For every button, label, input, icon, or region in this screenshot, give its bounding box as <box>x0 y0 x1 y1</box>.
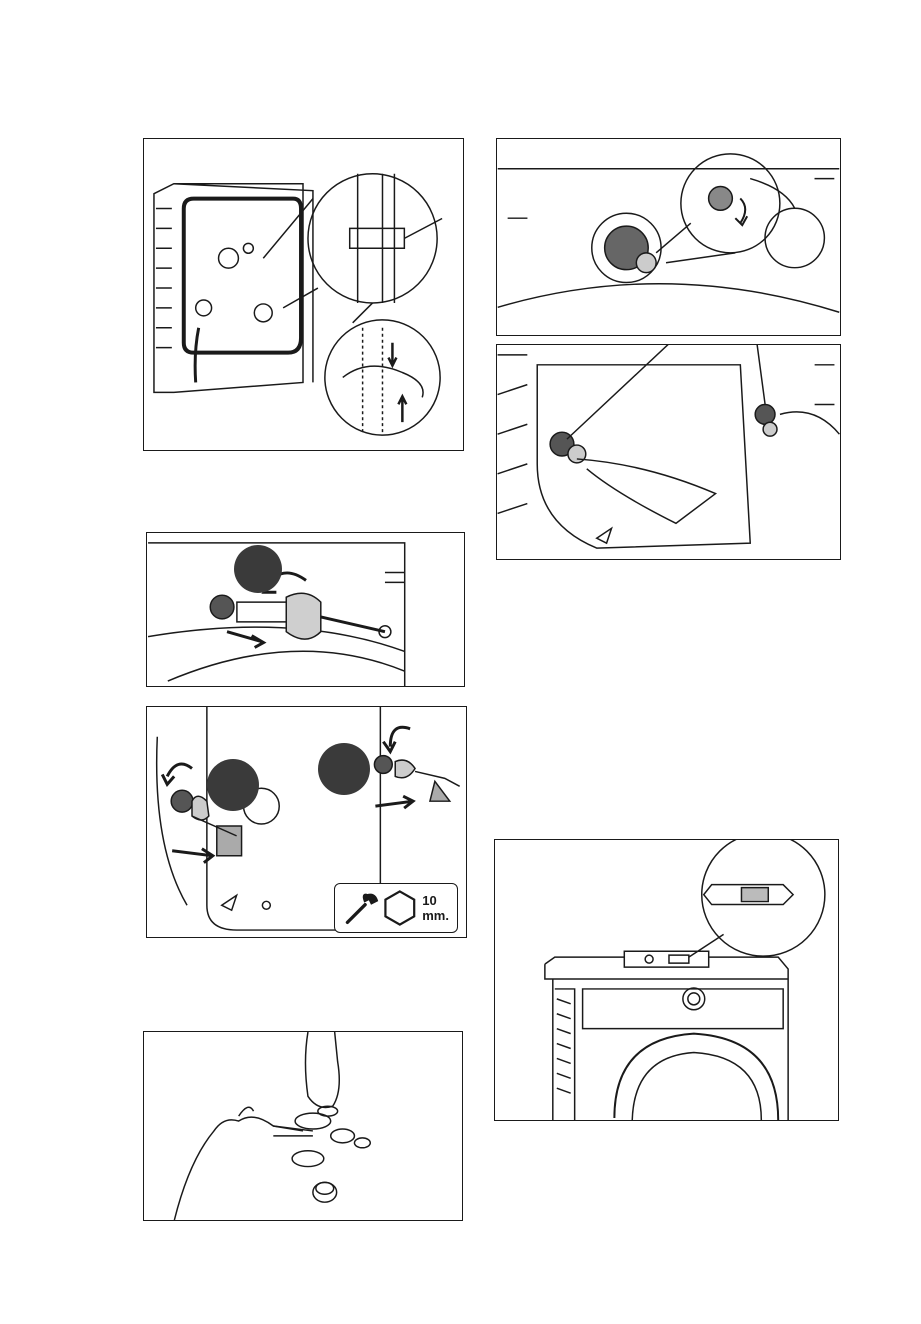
wrench-icon <box>343 884 381 932</box>
step-marker <box>318 743 370 795</box>
tool-size-label: 10 mm. <box>422 893 449 923</box>
spacer-separate-figure <box>143 1031 463 1221</box>
step-marker <box>234 545 282 593</box>
bolt-unscrew-illustration <box>147 533 464 686</box>
plug-insert-bottom-illustration <box>497 345 840 559</box>
hex-nut-icon <box>381 884 419 932</box>
step-marker <box>207 759 259 811</box>
tool-size-badge: 10 mm. <box>334 883 458 933</box>
bolt-unscrew-figure <box>146 532 465 687</box>
plug-insert-figure <box>496 138 841 336</box>
plug-insert-detail <box>496 344 841 560</box>
rear-clamp-illustration <box>144 139 463 450</box>
rear-clamp-figure <box>143 138 464 451</box>
level-check-figure <box>494 839 839 1121</box>
level-check-illustration <box>495 840 838 1120</box>
plug-insert-top-illustration <box>497 139 840 335</box>
bolt-pair-figure: 10 mm. <box>146 706 467 938</box>
spacer-separate-illustration <box>144 1032 462 1220</box>
